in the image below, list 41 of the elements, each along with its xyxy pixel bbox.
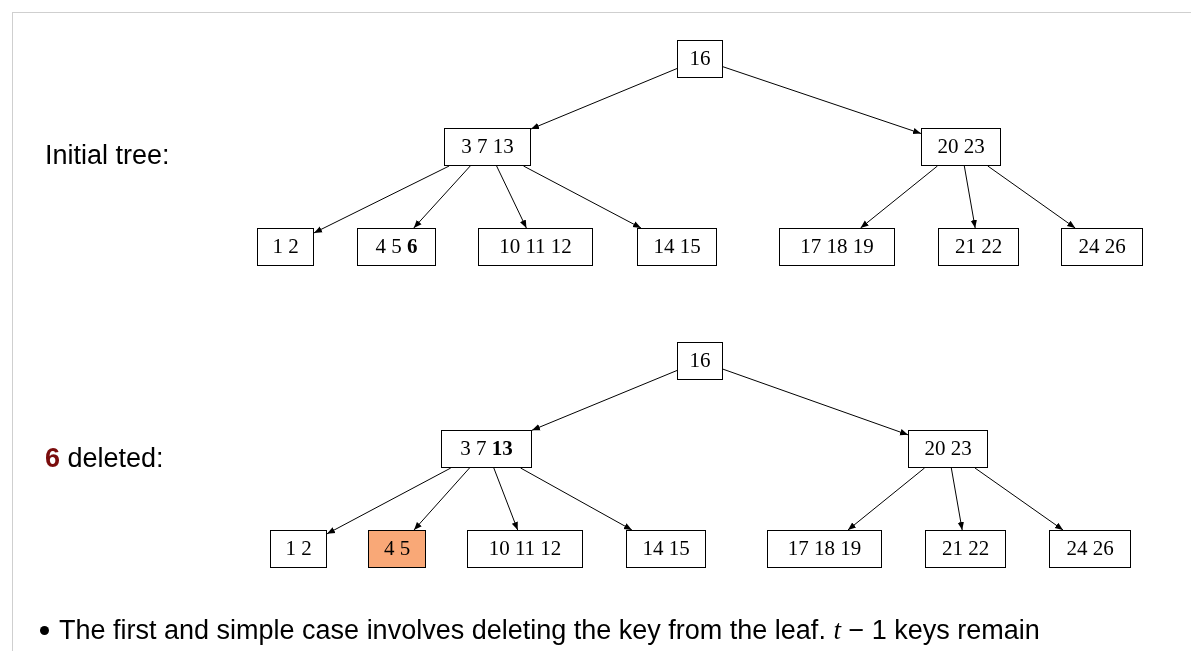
arrow [722, 368, 909, 436]
tree-node-box: 21 22 [925, 530, 1006, 568]
arrow [326, 467, 452, 535]
tree-caption: Initial tree: [45, 139, 170, 172]
arrow [860, 165, 938, 229]
tree-node-box: 16 [677, 342, 723, 380]
arrow [493, 467, 519, 531]
tree-node-box: 16 [677, 40, 723, 78]
arrow [523, 165, 642, 229]
tree-node-box: 3 7 13 [441, 430, 532, 468]
arrow [520, 467, 633, 531]
tree-caption: 6 deleted: [45, 442, 164, 475]
arrow [531, 370, 678, 431]
tree-node-box: 10 11 12 [478, 228, 593, 266]
tree-node-box: 1 2 [270, 530, 327, 568]
tree-node-box: 20 23 [908, 430, 988, 468]
tree-node-box: 21 22 [938, 228, 1019, 266]
tree-node-box: 14 15 [637, 228, 717, 266]
tree-node-box: 14 15 [626, 530, 706, 568]
arrow [963, 165, 977, 229]
tree-node-box: 24 26 [1049, 530, 1131, 568]
arrow [313, 165, 450, 234]
arrow [530, 68, 678, 130]
bullet-text: The first and simple case involves deleting the key from the leaf. t − 1 keys remain [59, 614, 1040, 647]
arrow [974, 467, 1064, 531]
tree-node-box: 4 5 6 [357, 228, 436, 266]
arrow [413, 467, 470, 531]
tree-node-box: 4 5 [368, 530, 426, 568]
arrow [496, 165, 527, 229]
tree-node-box: 10 11 12 [467, 530, 583, 568]
tree-node-box: 17 18 19 [779, 228, 895, 266]
arrow [950, 467, 964, 531]
arrow [413, 165, 471, 229]
tree-node-box: 24 26 [1061, 228, 1143, 266]
tree-node-box: 17 18 19 [767, 530, 882, 568]
arrow [987, 165, 1076, 229]
tree-node-box: 3 7 13 [444, 128, 531, 166]
tree-node-box: 1 2 [257, 228, 314, 266]
arrow [722, 66, 922, 134]
arrow [847, 467, 926, 531]
tree-node-box: 20 23 [921, 128, 1001, 166]
